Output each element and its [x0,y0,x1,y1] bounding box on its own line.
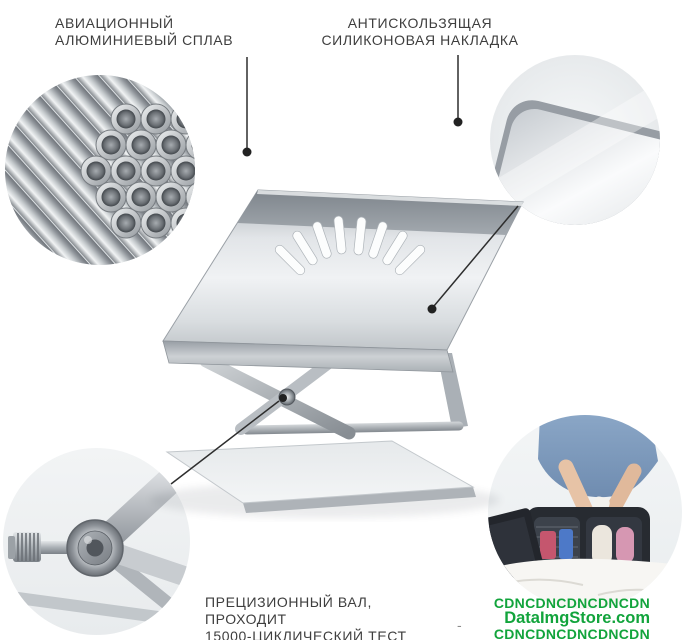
callout-line-precision-shaft [170,400,280,485]
callout-dot-silicone-pad-deck [427,304,437,314]
hinge-illustration [3,448,190,635]
support-arm-front [199,354,356,440]
watermark: CDNCDNCDNCDNCDN DataImgStore.com CDNCDNC… [494,596,650,640]
base-plate [165,440,475,504]
deck-top-edge-highlight [257,190,523,206]
deck-top-strip [237,190,523,235]
label-line: АВИАЦИОННЫЙ [55,15,174,31]
label-line: АНТИСКОЛЬЗЯЩАЯ [347,15,493,31]
silicone-pad-illustration [490,55,660,225]
silicone-pad-inset [490,55,660,225]
callout-label-silicone-pad: АНТИСКОЛЬЗЯЩАЯ СИЛИКОНОВАЯ НАКЛАДКА [297,15,543,49]
vent-slots [274,215,426,276]
glare-highlight [490,81,660,219]
callout-line-silicone-pad-inset [433,205,519,307]
callout-lines [170,55,519,485]
callout-label-aviation-alloy: АВИАЦИОННЫЙ АЛЮМИНИЕВЫЙ СПЛАВ [55,15,233,49]
packing-bag-illustration [488,415,682,609]
aluminum-tubes-illustration [5,75,195,265]
label-line: АЛЮМИНИЕВЫЙ СПЛАВ [55,32,234,48]
ground-shadow [150,482,500,518]
front-lip [162,340,454,373]
laptop-stand [150,189,524,518]
deck-plate [162,189,524,351]
label-line: СИЛИКОНОВАЯ НАКЛАДКА [321,32,519,48]
label-line: ПРОХОДИТ [205,611,287,627]
callout-dot-precision-shaft [279,394,287,402]
label-line: ПРЕЦИЗИОННЫЙ ВАЛ, [205,594,372,610]
base-front-edge [243,487,476,513]
rear-support [437,353,468,428]
hinge-knob [278,388,296,406]
watermark-cdn-top: CDNCDNCDNCDNCDN [493,595,650,611]
watermark-cdn-bottom: CDNCDNCDNCDNCDN [493,626,650,640]
dash-mark: - [457,617,462,633]
packing-bag-inset [488,415,682,609]
label-line: 15000-ЦИКЛИЧЕСКИЙ ТЕСТ [205,628,407,640]
lower-crossbar [242,421,464,435]
shaft-hub [66,519,124,577]
precision-shaft-inset [3,448,190,635]
support-arm-back [235,353,340,435]
lower-rod [3,590,166,624]
watermark-site-name: DataImgStore.com [504,609,650,627]
callout-dot-silicone-pad-label [453,117,463,127]
knurled-bolt [8,532,69,562]
callout-label-precision-shaft: ПРЕЦИЗИОННЫЙ ВАЛ, ПРОХОДИТ 15000-ЦИКЛИЧЕ… [205,594,407,640]
aluminum-tubes-inset [5,75,195,265]
callout-dots [242,117,463,402]
callout-dot-aviation-alloy [242,147,252,157]
